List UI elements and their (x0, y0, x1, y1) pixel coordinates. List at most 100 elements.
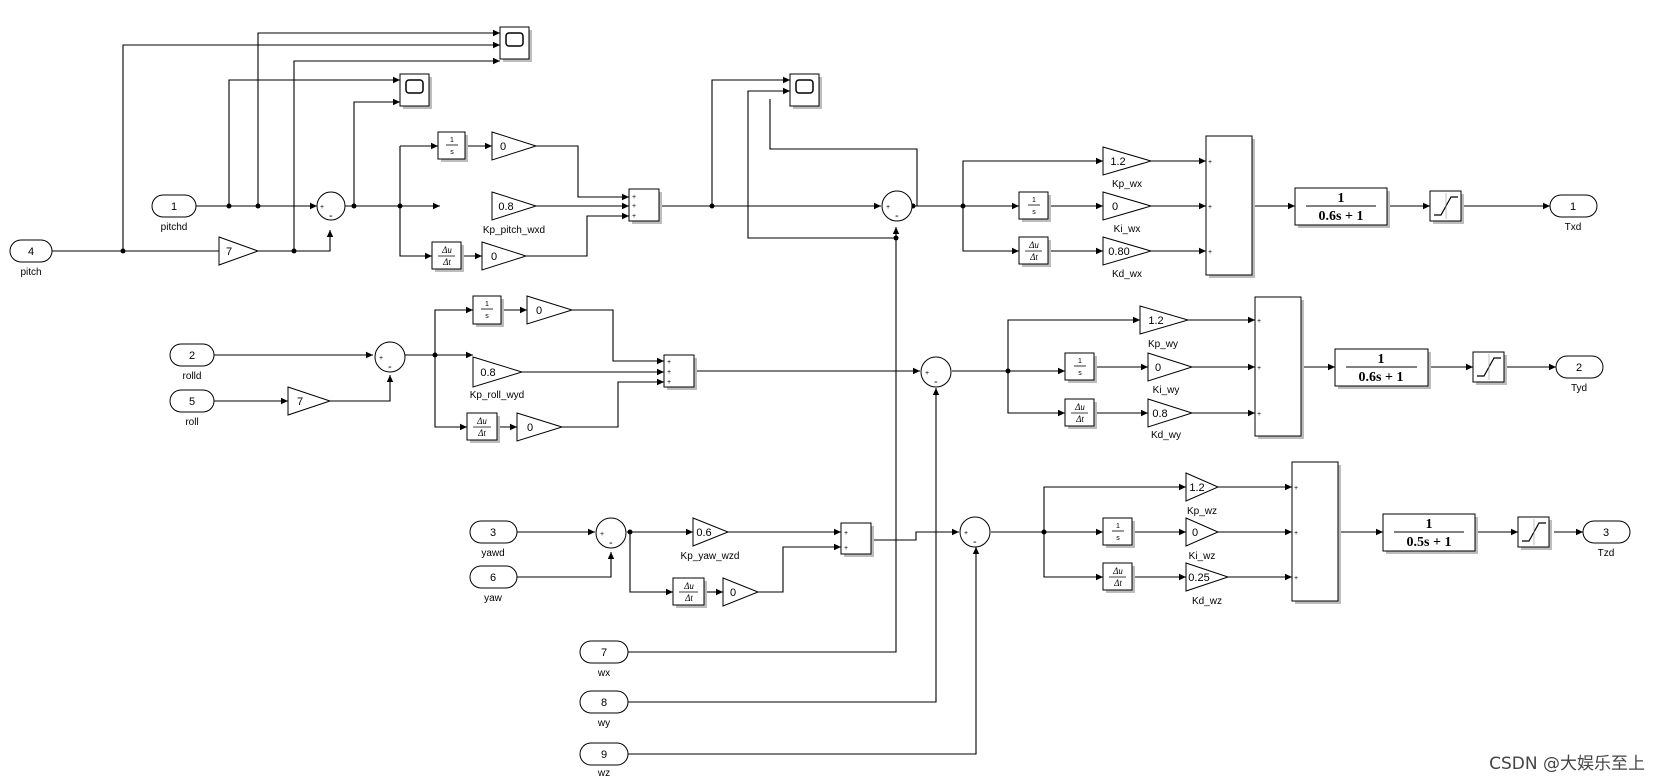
svg-text:+: + (667, 369, 671, 376)
integrator-pitch[interactable]: 1 s (437, 131, 468, 162)
svg-text:0: 0 (536, 305, 542, 317)
integrator-z-rate[interactable]: 1 s (1102, 517, 1135, 548)
inport-roll[interactable]: 5 roll (169, 389, 215, 428)
svg-text:s: s (1116, 535, 1120, 542)
outport-tyd[interactable]: 2 Tyd (1555, 355, 1604, 394)
outport-tzd[interactable]: 3 Tzd (1582, 520, 1631, 559)
sum-block-roll-error[interactable]: + - (374, 341, 406, 373)
svg-text:-: - (388, 361, 392, 373)
svg-text:1.2: 1.2 (1148, 315, 1163, 327)
sum-block-z-rate-pid[interactable]: + + + (1291, 461, 1341, 604)
gain-pitch-scale[interactable]: 7 (218, 236, 260, 266)
inport-yaw[interactable]: 6 yaw (469, 565, 518, 604)
sum-block-y-rate-error[interactable]: + - (920, 356, 952, 388)
sum-block-pitch-error[interactable]: + - (316, 191, 346, 222)
svg-text:Tyd: Tyd (1571, 383, 1587, 394)
saturation-x[interactable] (1429, 190, 1464, 224)
svg-text:+: + (600, 531, 604, 538)
svg-text:Tzd: Tzd (1598, 548, 1615, 559)
sum-block-y-rate-pid[interactable]: + + + (1254, 296, 1304, 439)
sum-block-yaw-error[interactable]: + - (595, 517, 627, 549)
sum-block-pitch-pid[interactable]: + + + (628, 188, 662, 224)
svg-text:Δt: Δt (684, 593, 693, 603)
inport-yawd[interactable]: 3 yawd (469, 520, 518, 559)
derivative-y-rate[interactable]: Δu Δt (1064, 398, 1097, 429)
gain-yaw-p[interactable]: 0.6 Kp_yaw_wzd (681, 517, 740, 562)
inport-wz[interactable]: 9 wz (579, 742, 629, 779)
svg-text:0: 0 (1112, 201, 1118, 213)
svg-text:rolld: rolld (183, 371, 202, 382)
gain-roll-scale[interactable]: 7 (287, 386, 332, 416)
svg-text:2: 2 (1576, 362, 1582, 374)
gain-ki-wx[interactable]: 0 Ki_wx (1102, 191, 1153, 235)
gain-ki-wz[interactable]: 0 Ki_wz (1185, 517, 1220, 562)
svg-text:Txd: Txd (1565, 222, 1582, 233)
svg-text:8: 8 (601, 697, 607, 709)
sum-block-yaw-pd[interactable]: + + (840, 522, 874, 557)
integrator-x-rate[interactable]: 1 s (1018, 191, 1051, 222)
derivative-roll[interactable]: Δu Δt (466, 412, 500, 443)
inport-pitch[interactable]: 4 pitch (9, 239, 53, 278)
svg-text:-: - (934, 376, 938, 388)
svg-text:Δt: Δt (477, 428, 486, 438)
inport-pitchd[interactable]: 1 pitchd (151, 194, 197, 233)
derivative-z-rate[interactable]: Δu Δt (1102, 562, 1135, 593)
gain-roll-d[interactable]: 0 (516, 412, 564, 442)
svg-text:+: + (632, 203, 636, 210)
svg-text:+: + (1294, 575, 1298, 582)
gain-roll-p[interactable]: 0.8 Kp_roll_wyd (470, 356, 524, 401)
svg-text:+: + (1257, 318, 1261, 325)
inport-rolld[interactable]: 2 rolld (169, 343, 215, 382)
transfer-fcn-y[interactable]: 1 0.6s + 1 (1334, 348, 1431, 389)
scope-block[interactable] (399, 73, 432, 109)
derivative-pitch[interactable]: Δu Δt (431, 241, 464, 272)
saturation-z[interactable] (1517, 516, 1552, 550)
svg-text:Kd_wz: Kd_wz (1192, 596, 1222, 607)
gain-kd-wy[interactable]: 0.8 Kd_wy (1147, 398, 1194, 441)
sum-block-x-rate-error[interactable]: + - (881, 190, 913, 222)
gain-pitch-p[interactable]: 0.8 Kp_pitch_wxd (483, 191, 545, 236)
svg-text:Δt: Δt (442, 257, 451, 267)
gain-ki-wy[interactable]: 0 Ki_wy (1147, 352, 1194, 396)
transfer-fcn-x[interactable]: 1 0.6s + 1 (1294, 187, 1390, 228)
inport-wx[interactable]: 7 wx (579, 640, 629, 679)
gain-pitch-d[interactable]: 0 (481, 241, 528, 271)
svg-text:+: + (379, 355, 383, 362)
saturation-y[interactable] (1472, 351, 1507, 385)
gain-kp-wy[interactable]: 1.2 Kp_wy (1139, 305, 1190, 350)
gain-pitch-i[interactable]: 0 (491, 131, 538, 161)
svg-text:1.2: 1.2 (1110, 156, 1125, 168)
svg-text:1: 1 (1426, 517, 1433, 532)
gain-kp-wz[interactable]: 1.2 Kp_wz (1185, 472, 1220, 517)
svg-text:Δt: Δt (1113, 578, 1122, 588)
sum-block-z-rate-error[interactable]: + - (959, 516, 991, 548)
svg-text:+: + (320, 204, 324, 211)
integrator-roll[interactable]: 1 s (472, 295, 504, 327)
gain-kd-wx[interactable]: 0.80 Kd_wx (1102, 236, 1153, 280)
svg-text:+: + (1257, 411, 1261, 418)
svg-text:wx: wx (597, 668, 610, 679)
gain-roll-i[interactable]: 0 (526, 295, 574, 325)
derivative-yaw[interactable]: Δu Δt (672, 577, 707, 608)
sum-block-x-rate-pid[interactable]: + + + (1205, 135, 1255, 278)
sum-block-roll-pid[interactable]: + + + (663, 354, 697, 390)
svg-text:wy: wy (597, 718, 610, 729)
integrator-y-rate[interactable]: 1 s (1064, 352, 1097, 383)
inport-wy[interactable]: 8 wy (579, 690, 629, 729)
transfer-fcn-z[interactable]: 1 0.5s + 1 (1382, 513, 1478, 554)
scope-block[interactable] (789, 73, 822, 109)
svg-text:0.6: 0.6 (696, 527, 711, 539)
svg-text:1: 1 (1338, 191, 1345, 206)
scope-block[interactable] (499, 26, 532, 62)
outport-txd[interactable]: 1 Txd (1549, 194, 1598, 233)
derivative-x-rate[interactable]: Δu Δt (1018, 236, 1051, 267)
svg-text:-: - (609, 537, 613, 549)
gain-kd-wz[interactable]: 0.25 Kd_wz (1185, 562, 1230, 607)
gain-yaw-d[interactable]: 0 (722, 577, 760, 607)
svg-text:+: + (667, 359, 671, 366)
svg-text:s: s (485, 313, 489, 320)
gain-kp-wx[interactable]: 1.2 Kp_wx (1102, 146, 1153, 190)
svg-text:1: 1 (1032, 197, 1036, 204)
svg-text:+: + (1208, 159, 1212, 166)
